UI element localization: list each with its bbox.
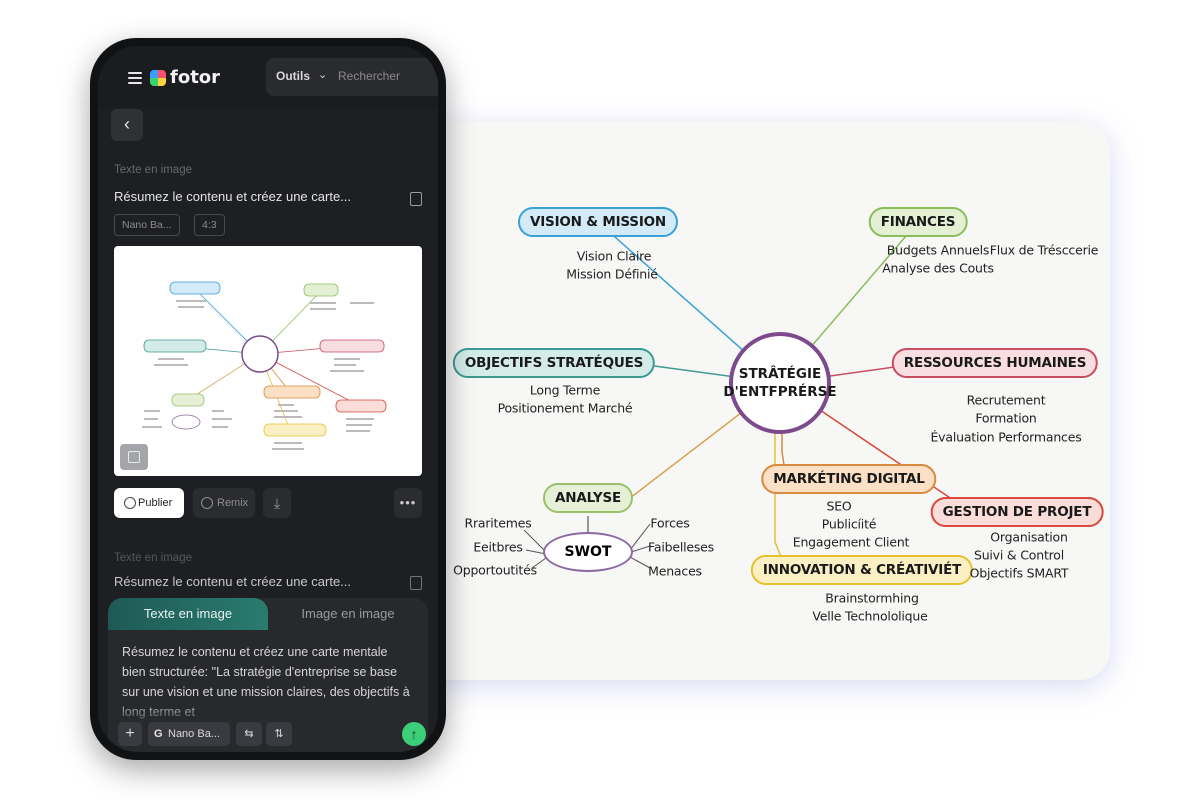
publish-icon [124,497,136,509]
mindmap-card: STRÂTÉGIE D'ENTFPRÉRSE VISION & MISSION … [420,122,1110,680]
connector-innovation [774,422,786,568]
branch-innovation: INNOVATION & CRÉATIVIÉT [750,555,974,585]
center-line-1: STRÂTÉGIE [738,366,822,382]
ratio-chip: 4:3 [194,214,225,236]
send-button[interactable]: ↑ [402,722,426,746]
download-icon: ⤓ [273,495,281,511]
swot-right-3: Menaces [648,563,702,579]
swot-left-2: Eeitbres [473,539,523,555]
history-section-label-2: Texte en image [114,552,192,564]
branch-ressources-humaines: RESSOURCES HUMAINES [891,348,1099,378]
branch-objectifs: OBJECTIFS STRATÉQUES [452,348,656,378]
google-g-icon: G [154,728,163,740]
branch-marketing-digital: MARKÉTING DIGITAL [761,464,937,494]
center-line-2: D'ENTFPRÉRSE [723,384,837,400]
leaf-marketing-1: SEO [826,498,852,514]
history-section-label: Texte en image [114,164,192,176]
leaf-finances-2: Analyse des Couts [882,260,994,276]
leaf-objectifs-2: Positionement Marché [497,400,633,416]
generated-image-thumbnail[interactable] [114,246,422,476]
leaf-vision-1: Vision Claire [576,248,652,264]
leaf-marketing-3: Engagement Client [792,534,910,550]
leaf-gestion-2: Suivi & Control [973,547,1065,563]
leaf-innovation-1: Brainstormhing [825,590,919,606]
history-prompt-title-2[interactable]: Résumez le contenu et créez une carte... [114,574,352,589]
branch-vision-mission: VISION & MISSION [517,207,679,237]
prompt-composer: Texte en image Image en image Résumez le… [108,598,428,752]
leaf-finances-1: Budgets Annuels [886,242,990,258]
connector-swot-r1 [629,523,651,551]
copy-icon-2[interactable] [410,576,422,590]
header-search-bar: Outils ⌄ Rechercher [266,58,438,96]
leaf-rh-2: Formation [975,410,1037,426]
connector-swot-l3 [531,557,547,569]
thumbnail-mindmap-graphic [142,281,387,450]
leaf-rh-1: Recrutement [966,392,1046,408]
model-selector-label: Nano Ba... [168,728,220,740]
phone-screen: fotor Outils ⌄ Rechercher ‹ Texte en ima… [98,46,438,752]
brand-name: fotor [170,67,221,88]
model-selector-button[interactable]: G Nano Ba... [148,722,230,746]
phone-frame: fotor Outils ⌄ Rechercher ‹ Texte en ima… [90,38,446,760]
leaf-rh-3: Évaluation Performances [930,429,1082,445]
tab-image-to-image[interactable]: Image en image [301,606,395,621]
aspect-ratio-button[interactable]: ⇆ [236,722,262,746]
chevron-down-icon[interactable]: ⌄ [318,69,328,81]
settings-sliders-button[interactable]: ⇅ [266,722,292,746]
connector-swot-r3 [629,556,651,569]
swot-right-2: Faibelleses [648,539,714,555]
remix-icon [201,497,213,509]
copy-icon[interactable] [410,192,422,206]
publish-button[interactable]: Publier [114,488,184,518]
connector-swot-l1 [523,529,547,553]
swot-left-3: Opportoutités [453,562,537,578]
swot-right-1: Forces [650,515,690,531]
branch-finances: FINANCES [868,207,968,237]
hamburger-menu-icon[interactable] [128,72,142,84]
swot-left-1: Rraritemes [464,515,532,531]
leaf-marketing-2: Publicíité [821,516,877,532]
chevron-left-icon: ‹ [124,114,130,134]
app-header: fotor Outils ⌄ Rechercher [98,46,438,108]
leaf-gestion-3: Objectifs SMART [969,565,1069,581]
leaf-vision-2: Mission Définié [566,266,658,282]
fotor-logo-icon [150,70,166,86]
leaf-finances-3: Flux de Trésccerie [989,242,1099,258]
download-button[interactable]: ⤓ [263,488,291,518]
history-prompt-title[interactable]: Résumez le contenu et créez une carte... [114,189,352,204]
search-input[interactable]: Rechercher [338,69,401,83]
image-expand-icon[interactable] [120,444,148,470]
connector-swot-r2 [630,545,651,553]
leaf-innovation-2: Velle Technololique [812,608,928,624]
model-chip: Nano Ba... [114,214,180,236]
leaf-objectifs-1: Long Terme [529,382,601,398]
branch-analyse: ANALYSE [542,483,634,513]
add-button[interactable]: + [118,722,142,746]
more-options-button[interactable]: ••• [394,488,422,518]
tab-text-to-image[interactable]: Texte en image [108,598,268,630]
swot-node: SWOT [543,532,633,572]
remix-button[interactable]: Remix [193,488,255,518]
back-button[interactable]: ‹ [111,109,143,141]
tools-dropdown[interactable]: Outils [276,69,311,83]
connector-swot-l2 [525,549,547,555]
mindmap-center-node: STRÂTÉGIE D'ENTFPRÉRSE [723,332,837,434]
leaf-gestion-1: Organisation [990,529,1068,545]
branch-gestion-projet: GESTION DE PROJET [930,497,1104,527]
